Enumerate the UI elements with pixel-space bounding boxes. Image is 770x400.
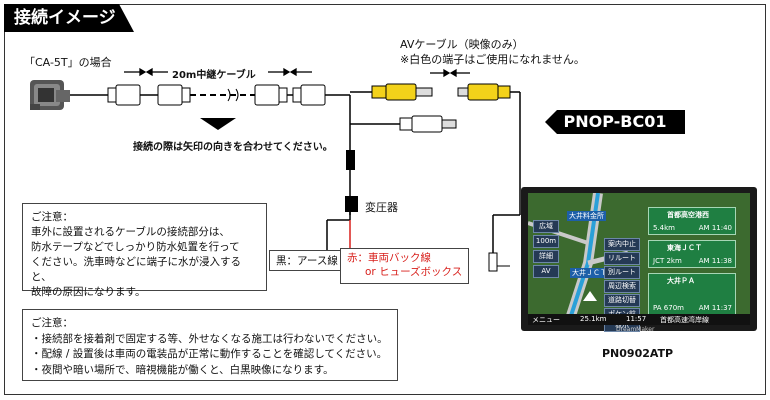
arrow-note: 接続の際は矢印の向きを合わせてください。 [133, 142, 333, 153]
power-wire-label-2-text: or ヒューズボックス [365, 266, 463, 278]
caution-box-waterproof: ご注意： 車外に設置されるケーブルの接続部分は、 防水テープなどでしっかり防水処… [22, 203, 267, 298]
guide-panel-2: 東海ＪＣＴ JCT 2km AM 11:38 [648, 240, 736, 268]
guide-title: 首都高空港西 [667, 211, 709, 219]
guide-distance: JCT 2km [653, 257, 682, 265]
av-cable-title: AVケーブル（映像のみ） [400, 38, 524, 51]
guide-panel-3: 大井ＰＡ PA 670m AM 11:37 [648, 273, 736, 315]
caution-title: ご注意： [31, 211, 73, 223]
caution-line: 車外に設置されるケーブルの接続部分は、 [31, 226, 230, 238]
device-model: PN0902ATP [602, 347, 674, 360]
caution-title: ご注意： [31, 317, 73, 329]
caution-line: ・接続部を接着剤で固定する等、外せなくなる施工は行わないでください。 [31, 332, 388, 345]
av-cable-note: ※白色の端子はご使用になれません。 [400, 53, 585, 66]
guide-distance-value: 2km [666, 257, 682, 265]
product-badge: PNOP-BC01 [545, 110, 685, 134]
page-title: 接続イメージ [4, 4, 134, 32]
map-label-jct: 大井ＪＣＴ [570, 268, 609, 278]
guide-title: 東海ＪＣＴ [667, 244, 702, 252]
nav-button-nearby[interactable]: 周辺検索 [604, 280, 640, 293]
guide-time: AM 11:40 [698, 224, 732, 232]
current-road: 首都高速湾岸線 [660, 316, 709, 324]
power-wire-label: 赤：車両バック線 or ヒューズボックス [340, 248, 470, 284]
nav-button-detail[interactable]: 詳細 [533, 250, 559, 263]
nav-button-road-switch[interactable]: 道路切替 [604, 294, 640, 307]
cable-label: 20m中継ケーブル [172, 70, 256, 81]
nav-button-alt-route[interactable]: 別ルート [604, 266, 640, 279]
caution-line: ・配線 / 設置後は車両の電装品が正常に動作することを確認してください。 [31, 348, 388, 360]
caution-box-install: ご注意： ・接続部を接着剤で固定する等、外せなくなる施工は行わないでください。 … [22, 309, 398, 381]
nav-status-bar: メニュー 25.1km 11:57 首都高速湾岸線 [528, 314, 750, 325]
nav-button-av[interactable]: AV [533, 265, 559, 278]
ground-wire-label: 黒：アース線 [269, 250, 345, 271]
guide-distance: 5.4km [653, 224, 676, 232]
guide-title: 大井ＰＡ [667, 277, 695, 285]
power-wire-label-1: 赤：車両バック線 [347, 252, 431, 264]
power-wire-label-2: or ヒューズボックス [347, 265, 462, 279]
nav-button-scale[interactable]: 100m [533, 235, 559, 248]
camera-icon [30, 80, 70, 110]
caution-line: 防水テープなどでしっかり防水処置を行って [31, 241, 240, 253]
guide-tag: PA [653, 304, 662, 312]
guide-tag: JCT [653, 257, 665, 265]
guide-distance-value: 670m [663, 304, 684, 312]
caution-line: 故障の原因になります。 [31, 286, 146, 298]
guide-time: AM 11:37 [698, 304, 732, 312]
remaining-distance: 25.1km [580, 315, 607, 323]
device-brand: DreamMaker [616, 326, 655, 333]
nav-button-reroute[interactable]: リルート [604, 252, 640, 265]
source-label: 「CA-5T」の場合 [24, 56, 112, 69]
caution-line: ・夜間や暗い場所で、暗視機能が働くと、白黒映像になります。 [31, 363, 334, 376]
clock: 11:57 [626, 315, 647, 323]
transformer-label: 変圧器 [365, 201, 398, 214]
nav-button-wide[interactable]: 広域 [533, 220, 559, 233]
diagram-frame [4, 4, 766, 395]
map-label-toll: 大井料金所 [567, 211, 606, 221]
guide-distance: PA 670m [653, 304, 684, 312]
nav-button-stop[interactable]: 案内中止 [604, 238, 640, 251]
guide-panel-1: 首都高空港西 5.4km AM 11:40 [648, 207, 736, 235]
menu-button[interactable]: メニュー [532, 316, 560, 324]
caution-line: ください。洗車時などに端子に水が浸入すると、 [31, 256, 241, 283]
guide-time: AM 11:38 [698, 257, 732, 265]
